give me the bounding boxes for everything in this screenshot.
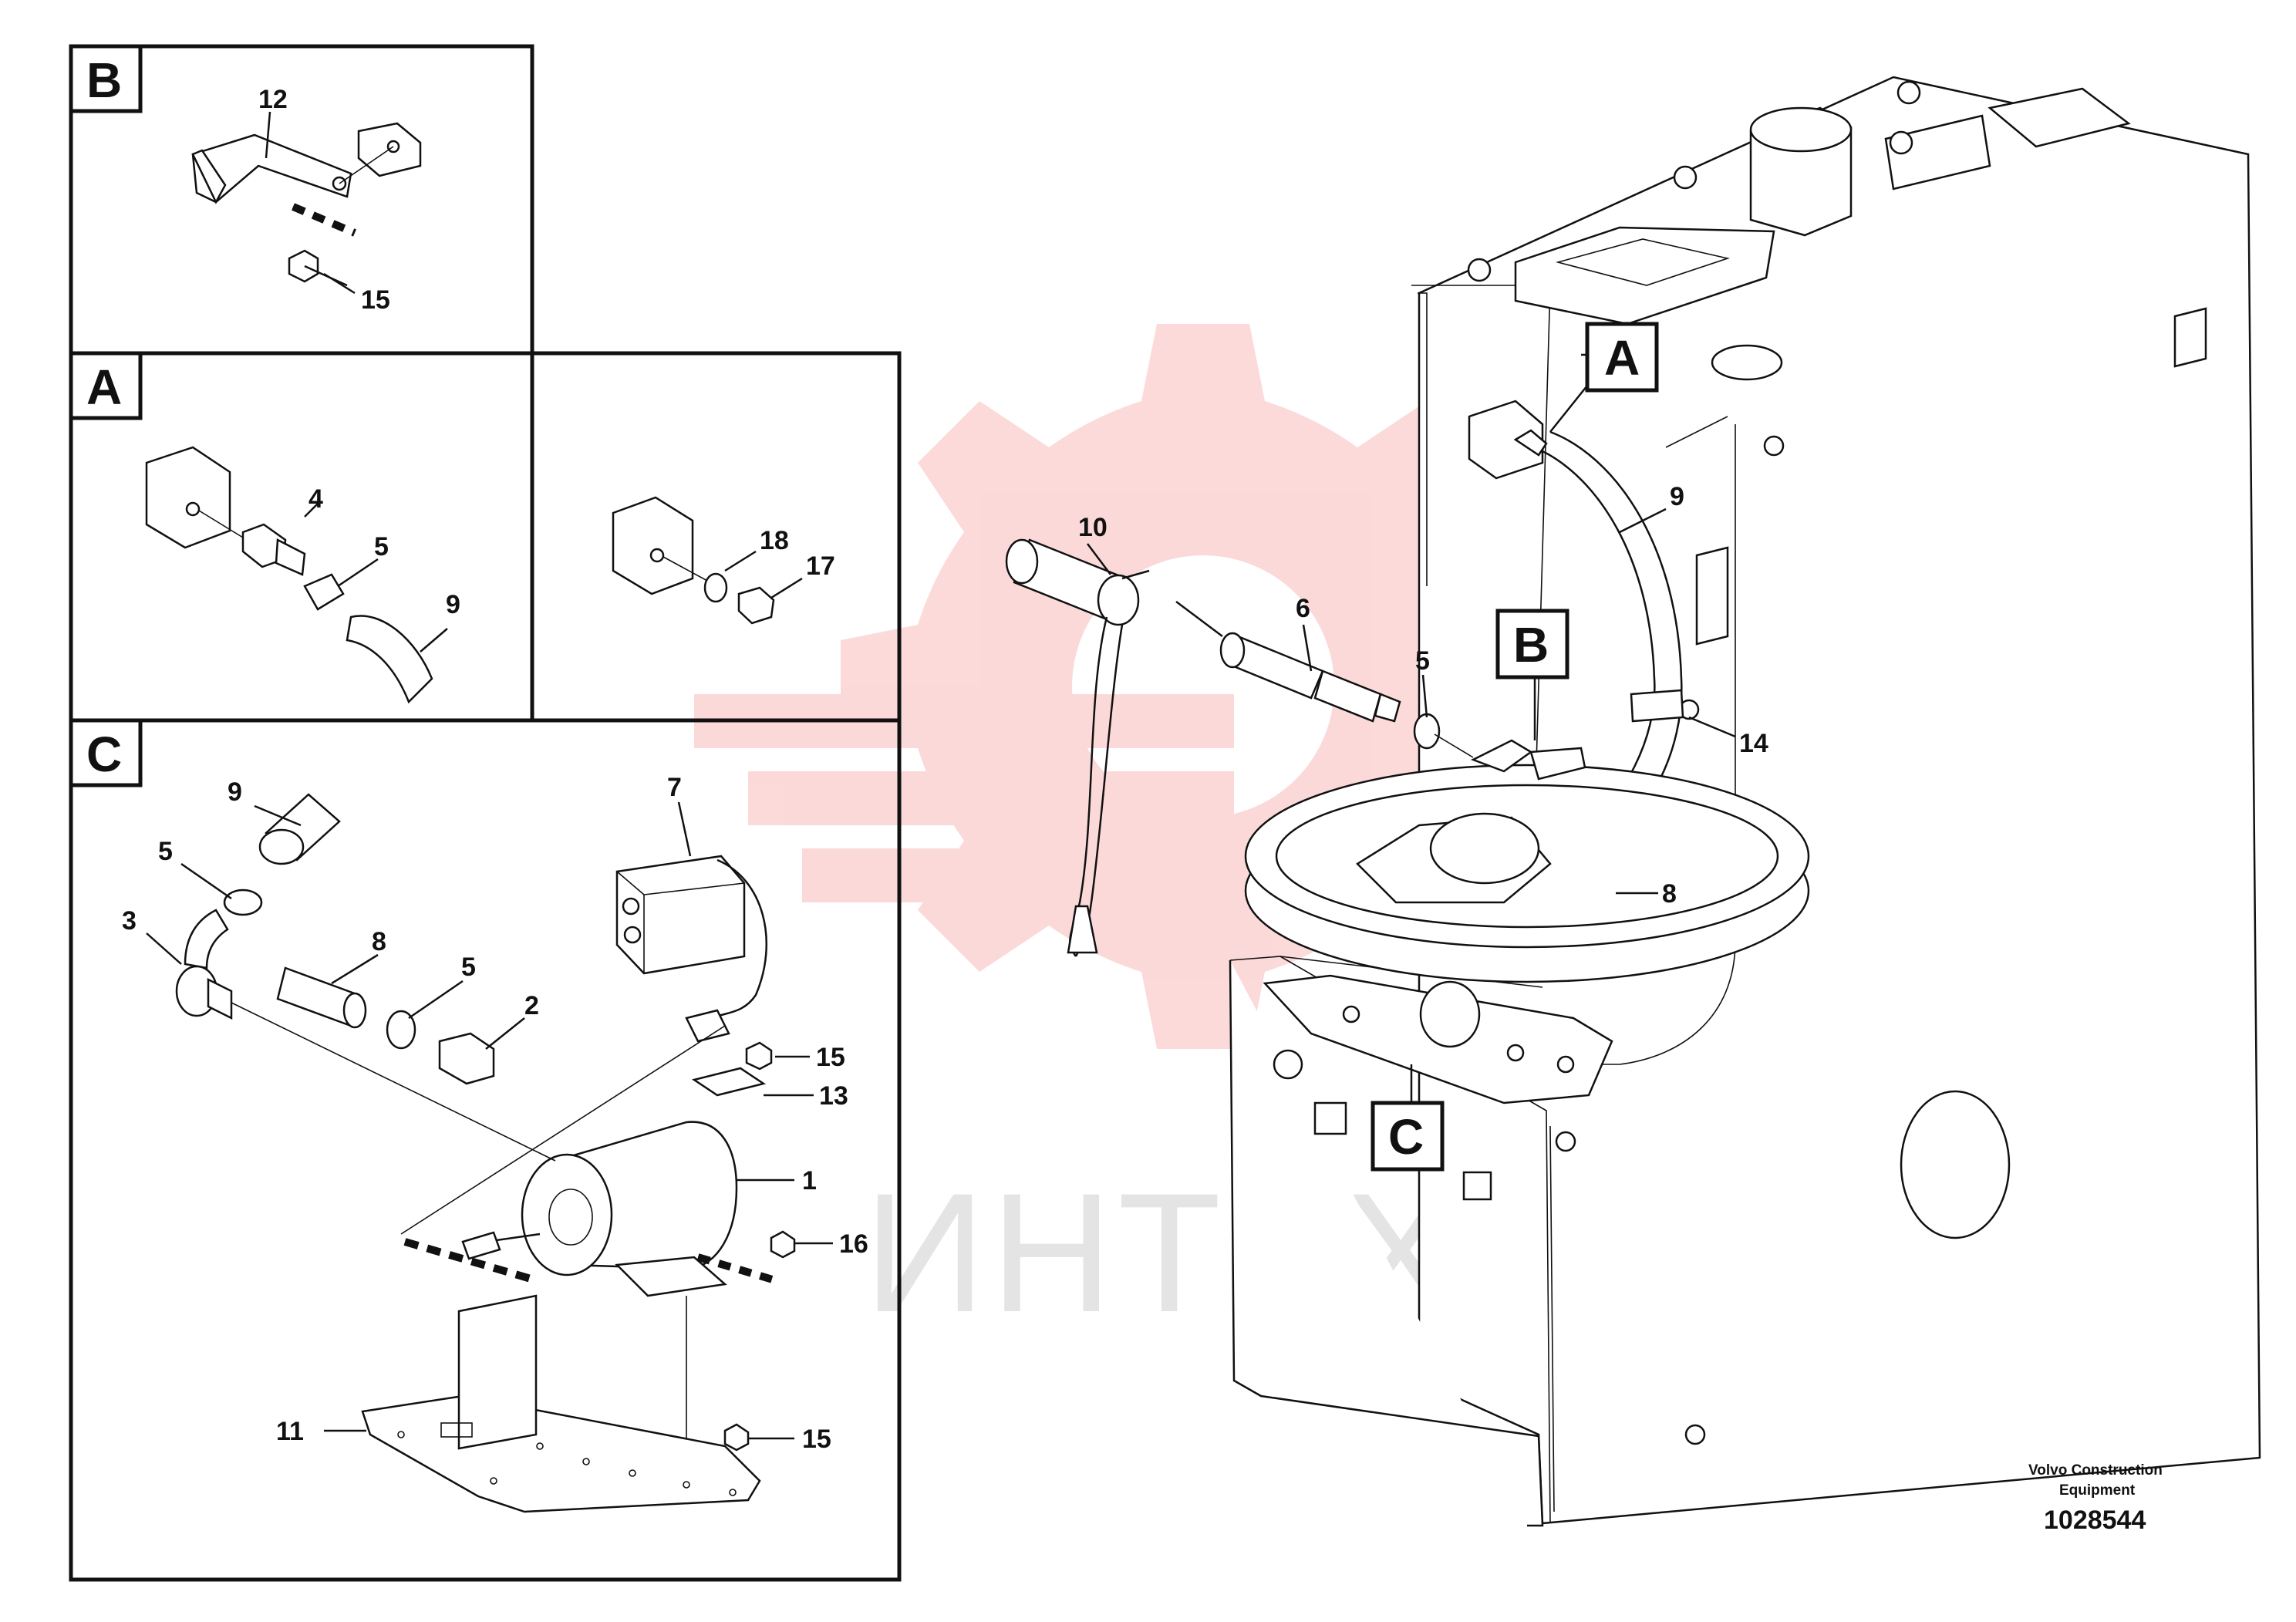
- section-b-label: B: [86, 52, 122, 108]
- callout-b-box: [1495, 609, 1569, 679]
- label-7: 7: [667, 773, 682, 802]
- inset-a-parts: [145, 446, 448, 704]
- credit-line-1: Volvo Construction: [2028, 1462, 2163, 1479]
- inset-c-frame: [69, 718, 902, 1582]
- label-9-main: 9: [1670, 482, 1684, 511]
- label-5-main: 5: [1415, 646, 1430, 676]
- label-5-c1: 5: [158, 837, 173, 866]
- section-c-tag-box: [69, 718, 143, 787]
- label-15-c2: 15: [802, 1425, 831, 1454]
- label-1: 1: [802, 1166, 817, 1195]
- label-15-c1: 15: [816, 1043, 845, 1072]
- label-3: 3: [122, 906, 137, 936]
- label-9-a: 9: [446, 590, 460, 619]
- label-18: 18: [760, 526, 789, 555]
- callout-c-label: C: [1388, 1109, 1424, 1165]
- label-9-c: 9: [228, 777, 242, 807]
- callout-c-box: [1371, 1101, 1445, 1172]
- label-4: 4: [308, 484, 323, 514]
- label-5-c2: 5: [461, 953, 476, 982]
- label-8-c: 8: [372, 927, 386, 956]
- label-6: 6: [1296, 594, 1310, 623]
- label-15-b: 15: [361, 285, 390, 315]
- section-c-label: C: [86, 727, 122, 782]
- label-11: 11: [276, 1417, 304, 1446]
- section-b-tag-box: [69, 44, 143, 113]
- callout-a-label: A: [1604, 330, 1640, 386]
- section-a-label: A: [86, 359, 122, 415]
- label-2: 2: [524, 991, 539, 1020]
- tank-assembly: [1005, 76, 2261, 1527]
- credit-line-2: Equipment: [2059, 1482, 2136, 1499]
- callout-a-box: [1585, 322, 1659, 393]
- label-16: 16: [839, 1229, 868, 1259]
- drawing-number: 1028544: [2044, 1506, 2146, 1535]
- inset-b-parts: [191, 111, 422, 295]
- label-12: 12: [258, 85, 288, 114]
- label-8-main: 8: [1662, 879, 1677, 909]
- inset-a2-parts: [612, 496, 803, 625]
- label-17: 17: [806, 551, 835, 581]
- section-a-tag-box: [69, 351, 143, 420]
- label-13: 13: [819, 1081, 848, 1111]
- label-10: 10: [1078, 513, 1108, 542]
- callout-b-label: B: [1513, 617, 1549, 673]
- label-14: 14: [1739, 729, 1768, 758]
- label-5-a: 5: [374, 532, 389, 561]
- inset-c-parts: [146, 793, 833, 1513]
